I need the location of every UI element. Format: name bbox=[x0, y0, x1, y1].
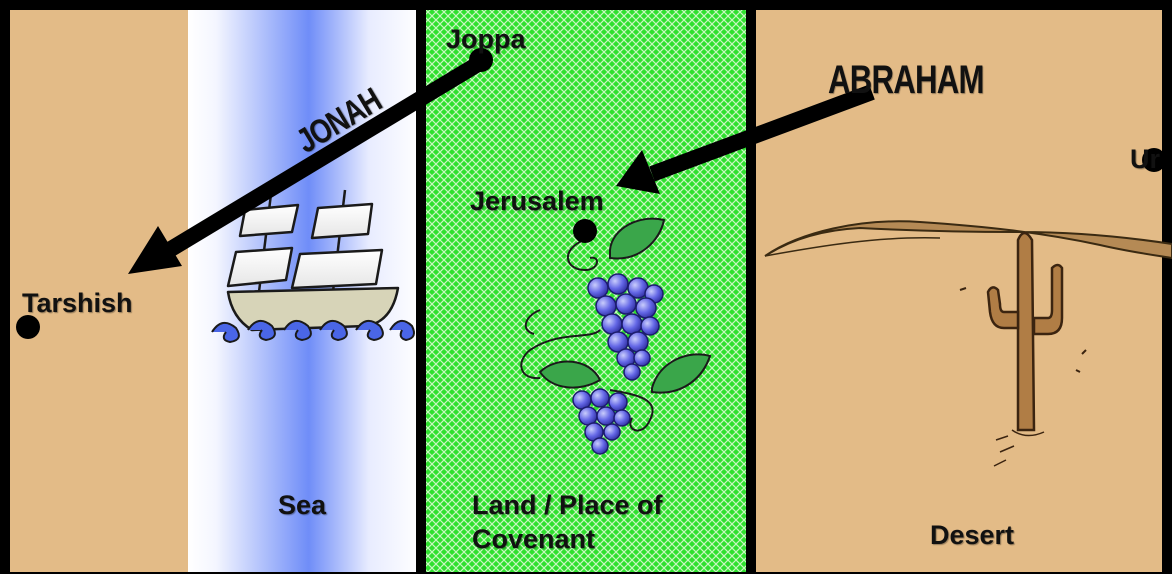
jerusalem-label: Jerusalem bbox=[470, 186, 604, 217]
land-border-right bbox=[746, 0, 756, 574]
ur-label: Ur bbox=[1130, 144, 1160, 175]
left-desert-strip bbox=[0, 0, 190, 574]
land-border-left bbox=[416, 0, 426, 574]
desert-label: Desert bbox=[930, 518, 1014, 552]
land-label-line2: Covenant bbox=[472, 522, 663, 556]
land-label-line1: Land / Place of bbox=[472, 488, 663, 522]
abraham-label: ABRAHAM bbox=[828, 58, 984, 103]
joppa-label: Joppa bbox=[446, 24, 526, 55]
tarshish-label: Tarshish bbox=[22, 288, 133, 319]
land-label: Land / Place of Covenant bbox=[472, 488, 663, 556]
sea-label: Sea bbox=[278, 488, 326, 522]
jerusalem-marker bbox=[573, 219, 597, 243]
